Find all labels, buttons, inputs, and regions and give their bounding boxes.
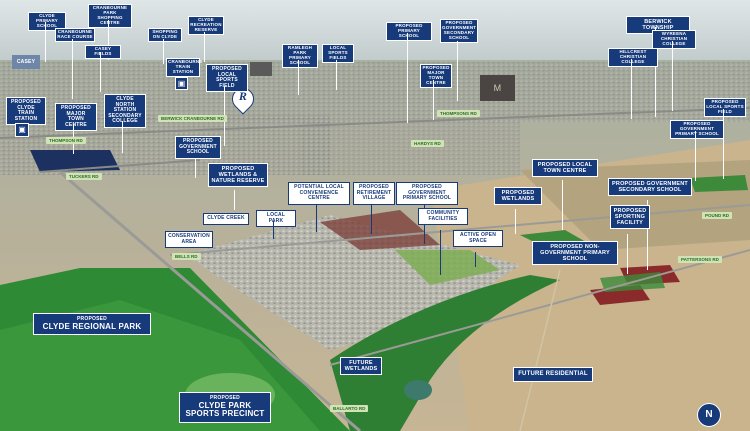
label-ramlegh-park: Ramlegh Park Primary School [282, 44, 318, 68]
clyde-regional-park-prefix: Proposed [77, 316, 107, 322]
dark-lot-left [30, 150, 120, 172]
label-proposed-local-sports-right: Proposed Local Sports Field [704, 98, 746, 117]
label-proposed-gov-primary: Proposed Government Primary School [396, 182, 458, 205]
centre-suburbs [300, 120, 520, 175]
clyde-regional-park-name: Clyde Regional Park [42, 321, 142, 331]
road-sign-thompsons-left: Thompson Rd [46, 137, 86, 144]
road-pattersons [329, 249, 750, 366]
label-proposed-non-gov: Proposed Non-Government Primary School [532, 241, 618, 266]
label-conservation-area: Conservation Area [165, 231, 213, 248]
estate-brand-logo: M [480, 75, 515, 101]
road-tuckers [39, 159, 201, 173]
label-local-park: Local Park [256, 210, 296, 227]
road-sign-berwick-cranbourne: Berwick Cranbourne Rd [158, 115, 227, 122]
label-proposed-local-sports: Proposed Local Sports Field [206, 64, 248, 92]
clyde-park-name: Clyde Park Sports Precinct [185, 400, 265, 419]
road-sign-pound: Pound Rd [702, 212, 733, 219]
road-sign-thompsons-right: Thompsons Rd [437, 110, 480, 117]
label-active-open-space: Active Open Space [453, 230, 503, 247]
label-clyde-north-station: Clyde North Station Secondary College [104, 94, 146, 128]
label-wyreena: Wyreena Christian College [652, 30, 696, 49]
label-clyde-recreation: Clyde Recreation Reserve [188, 16, 224, 35]
brand-logo-dark [250, 62, 272, 76]
label-proposed-major-town: Proposed Major Town Centre [55, 103, 97, 131]
label-proposed-gov-school: Proposed Government School [175, 136, 221, 159]
label-community-facilities: Community Facilities [418, 208, 468, 225]
label-casey-fields: Casey Fields [85, 45, 121, 59]
label-proposed-gov-secondary-top: Proposed Government Secondary School [440, 19, 478, 43]
road-sign-hardys: Hardys Rd [411, 140, 444, 147]
label-clyde-primary: Clyde Primary School [28, 12, 66, 31]
label-future-wetlands: Future Wetlands [340, 357, 382, 376]
train-icon-proposed: ▣ [15, 123, 29, 137]
future-wetlands-area [330, 275, 560, 431]
label-local-sports-top: Local Sports Fields [322, 44, 354, 63]
road-thompsons [0, 107, 750, 139]
label-cranbourne-race: Cranbourne Race Course [55, 28, 95, 42]
riverdale-logo-letter: R [238, 89, 248, 103]
label-proposed-primary-top: Proposed Primary School [386, 22, 432, 41]
casey-logo: CASEY [12, 55, 40, 69]
clyde-park-prefix: Proposed [210, 395, 240, 401]
label-potential-convenience: Potential Local Convenience Centre [288, 182, 350, 205]
label-proposed-wetlands: Proposed Wetlands [494, 187, 542, 206]
label-shopping-clyde: Shopping on Clyde [148, 28, 182, 42]
label-cranbourne-park: Cranbourne Park Shopping Centre [88, 4, 132, 28]
road-sign-tuckers: Tuckers Rd [66, 173, 102, 180]
wetland-pond [404, 380, 432, 400]
label-clyde-creek: Clyde Creek [203, 213, 249, 225]
road-main-diagonal [59, 170, 361, 431]
road-sign-pattersons: Pattersons Rd [678, 256, 722, 263]
label-proposed-gov-primary-right: Proposed Government Primary School [670, 120, 724, 139]
label-clyde-regional-park: Proposed Clyde Regional Park [33, 313, 151, 336]
label-proposed-clyde-train: Proposed Clyde Train Station [6, 97, 46, 125]
label-proposed-gov-secondary: Proposed Government Secondary School [608, 178, 692, 197]
label-proposed-retirement: Proposed Retirement Village [353, 182, 395, 205]
label-hillcrest: Hillcrest Christian College [608, 48, 658, 67]
label-proposed-wetlands-reserve: Proposed Wetlands & Nature Reserve [208, 163, 268, 188]
label-cranbourne-train: Cranbourne Train Station [166, 58, 202, 77]
track [519, 269, 561, 431]
label-future-residential: Future Residential [513, 367, 593, 382]
active-open-space-area [395, 250, 500, 285]
road-sign-bells: Bells Rd [172, 253, 201, 260]
north-arrow-icon: N [697, 403, 721, 427]
label-clyde-park-sports: Proposed Clyde Park Sports Precinct [179, 392, 271, 424]
label-proposed-local-town: Proposed Local Town Centre [532, 159, 598, 178]
train-icon: ▣ [175, 77, 188, 90]
road-sign-ballarto: Ballarto Rd [330, 405, 369, 412]
green-lot-right [690, 175, 748, 192]
label-proposed-sporting: Proposed Sporting Facility [610, 205, 650, 230]
label-proposed-major-town-2: Proposed Major Town Centre [420, 64, 452, 88]
